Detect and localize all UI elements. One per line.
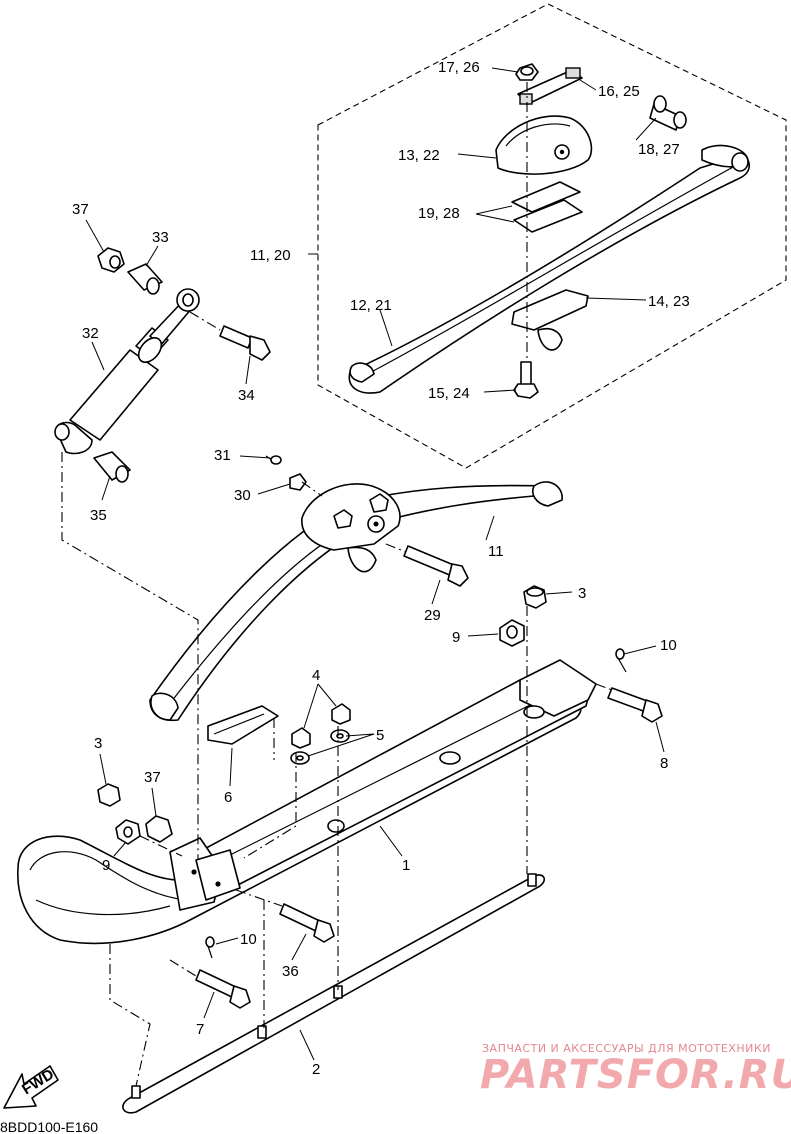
spacer-18-27	[649, 95, 687, 131]
leader-lines	[85, 67, 665, 1061]
nut-17-26	[515, 63, 539, 81]
nut-37-left	[145, 815, 173, 843]
label-33: 33	[152, 229, 169, 246]
bolt-7	[195, 969, 251, 1009]
label-18-27: 18, 27	[638, 141, 680, 158]
label-8: 8	[660, 755, 668, 772]
label-14-23: 14, 23	[648, 293, 690, 310]
diagram-code: 8BDD100-E160	[0, 1119, 98, 1134]
label-10-right: 10	[660, 637, 677, 654]
collar-35	[93, 451, 131, 483]
label-12-21: 12, 21	[350, 297, 392, 314]
bolt-15-24	[513, 361, 539, 399]
rear-ski-bracket	[519, 659, 597, 719]
cotter-pin-10-left	[205, 936, 215, 959]
label-16-25: 16, 25	[598, 83, 640, 100]
label-30: 30	[234, 487, 251, 504]
label-35: 35	[90, 507, 107, 524]
label-11: 11	[488, 543, 504, 560]
watermark: ЗАПЧАСТИ И АКСЕССУАРЫ ДЛЯ МОТОТЕХНИКИ PA…	[480, 1042, 791, 1098]
label-37-left: 37	[144, 769, 161, 786]
label-13-22: 13, 22	[398, 147, 440, 164]
label-9-left: 9	[102, 857, 110, 874]
nut-9-left	[115, 819, 141, 845]
label-36: 36	[282, 963, 299, 980]
spring-bracket-13-22	[495, 115, 593, 175]
label-3-right: 3	[578, 585, 586, 602]
bolt-8	[607, 687, 663, 723]
collar-33	[127, 263, 163, 295]
cotter-pin-31	[265, 455, 282, 465]
label-32: 32	[82, 325, 99, 342]
label-37-top: 37	[72, 201, 89, 218]
nut-9-right	[499, 619, 525, 647]
ski-stud	[327, 819, 345, 833]
label-5: 5	[376, 727, 384, 744]
nut-3-right	[523, 585, 547, 609]
watermark-brand: PARTSFOR.RU	[480, 1052, 791, 1098]
plate-6	[207, 705, 279, 745]
nut-37-top	[97, 247, 125, 273]
callout-labels: 17, 26 16, 25 13, 22 18, 27 19, 28 11, 2…	[72, 59, 690, 1078]
nut-4-a	[291, 727, 311, 749]
label-9-right: 9	[452, 629, 460, 646]
label-3-left: 3	[94, 735, 102, 752]
label-11-20: 11, 20	[250, 247, 291, 264]
label-4: 4	[312, 667, 320, 684]
alignment-lines	[61, 311, 613, 1087]
label-7: 7	[196, 1021, 204, 1038]
washer-5-a	[290, 751, 310, 765]
spring-seat-14-23	[511, 289, 589, 351]
cotter-pin-10-right	[615, 648, 627, 673]
shim-19-28	[511, 181, 583, 233]
label-6: 6	[224, 789, 232, 806]
bolt-29	[403, 545, 469, 587]
label-2: 2	[312, 1061, 320, 1078]
nut-3-left	[97, 783, 121, 807]
label-10-left: 10	[240, 931, 257, 948]
label-19-28: 19, 28	[418, 205, 460, 222]
clamp-plate-16-25	[517, 67, 583, 105]
shock-absorber-32	[54, 288, 200, 455]
nut-4-b	[331, 703, 351, 725]
subassembly-boundary	[317, 3, 787, 469]
nut-30	[289, 473, 307, 491]
label-31: 31	[214, 447, 231, 464]
watermark-subtitle: ЗАПЧАСТИ И АКСЕССУАРЫ ДЛЯ МОТОТЕХНИКИ	[482, 1042, 771, 1055]
ski-1	[17, 679, 591, 945]
fwd-arrow: FWD	[3, 1065, 59, 1109]
label-1: 1	[402, 857, 410, 874]
bolt-34	[219, 325, 271, 361]
bolt-36	[279, 903, 335, 943]
label-17-26: 17, 26	[438, 59, 480, 76]
front-ski-bracket	[169, 837, 241, 911]
main-spring-bracket	[301, 483, 401, 573]
upper-leaf-spring	[348, 144, 751, 394]
label-29: 29	[424, 607, 441, 624]
label-15-24: 15, 24	[428, 385, 470, 402]
label-34: 34	[238, 387, 255, 404]
